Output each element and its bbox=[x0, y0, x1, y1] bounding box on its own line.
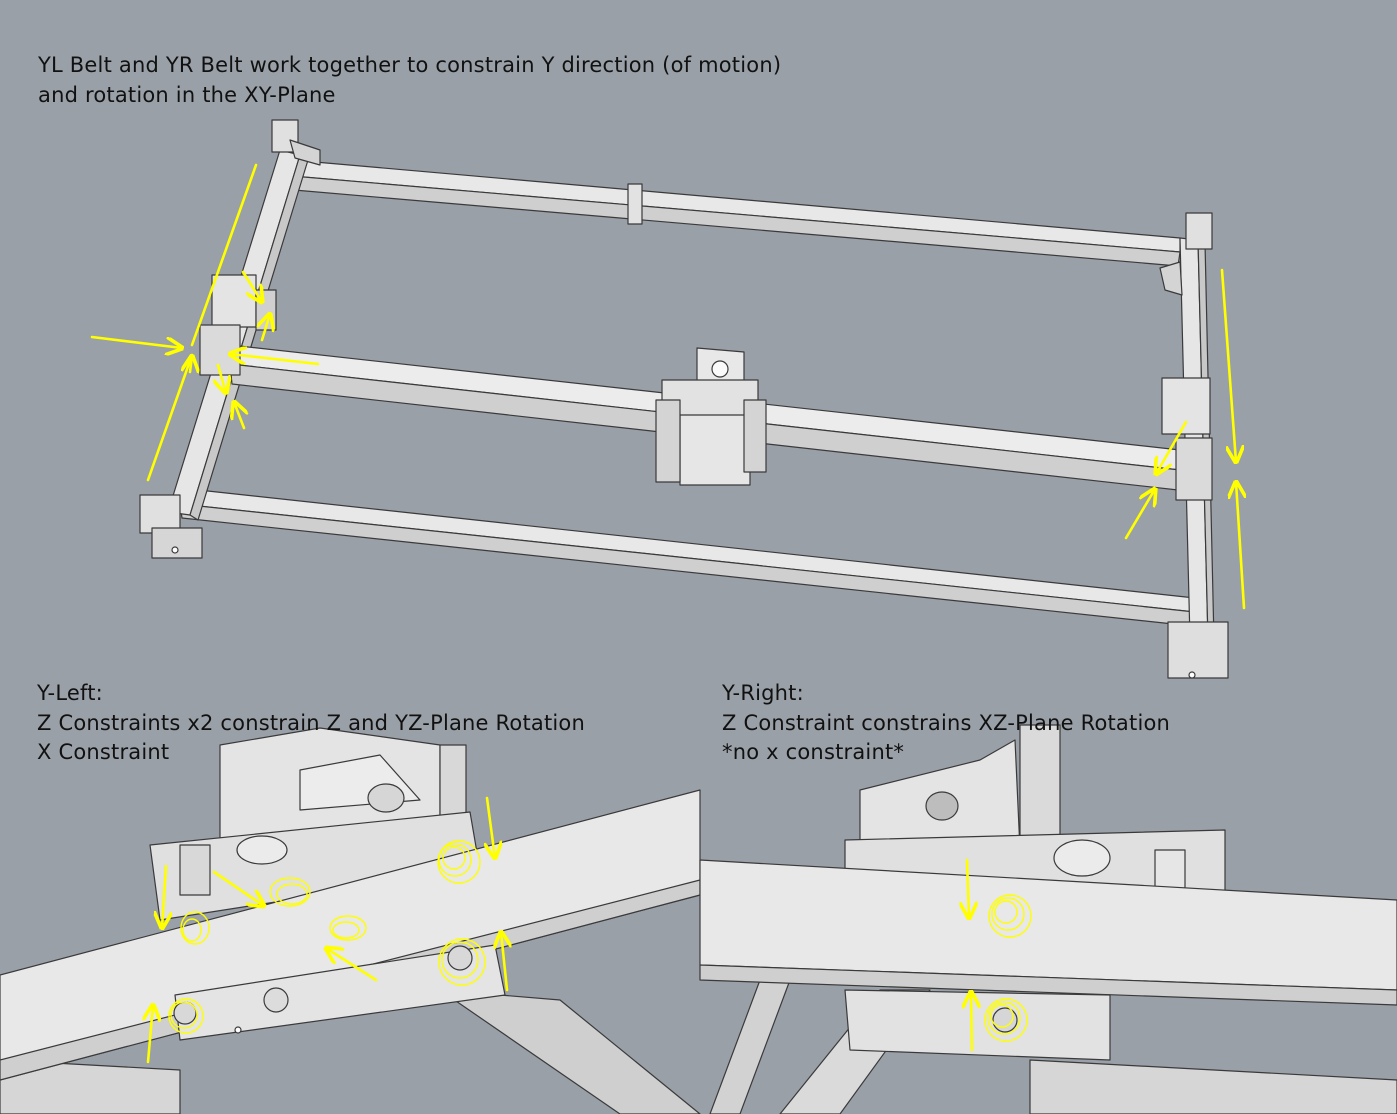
yl-belt-line-upper bbox=[190, 163, 258, 347]
arrow-motor-up-1 bbox=[262, 314, 270, 342]
y-right-detail-render bbox=[699, 724, 1397, 1114]
arrow-left-from-rail bbox=[230, 354, 320, 366]
back-rail-clip bbox=[627, 183, 643, 225]
y-right-rail bbox=[699, 859, 1397, 991]
arrow-yr-z-up bbox=[971, 992, 972, 1052]
arrow-motor-down-1 bbox=[241, 270, 262, 302]
caption-y-left: Y-Left: Z Constraints x2 constrain Z and… bbox=[37, 679, 585, 768]
caption-y-right-line2: Z Constraint constrains XZ-Plane Rotatio… bbox=[722, 710, 1171, 735]
front-rail bbox=[179, 487, 1196, 613]
arrow-yl-z1-down bbox=[162, 864, 166, 928]
caption-y-left-line2: Z Constraints x2 constrain Z and YZ-Plan… bbox=[37, 710, 585, 735]
arrow-yl-x-diag-2 bbox=[326, 948, 378, 982]
corner-block-back-left bbox=[271, 119, 321, 166]
y-right-motor bbox=[1161, 377, 1213, 501]
arrow-right-up bbox=[1124, 489, 1155, 540]
y-right-lower-bracket bbox=[844, 989, 1111, 1061]
caption-y-right-title: Y-Right: bbox=[722, 681, 804, 705]
back-rail bbox=[291, 159, 1181, 253]
arrow-carriage-down bbox=[218, 363, 226, 393]
caption-overview: YL Belt and YR Belt work together to con… bbox=[38, 51, 781, 110]
arrow-yl-z1-up bbox=[148, 1005, 153, 1064]
arrow-right-down bbox=[1156, 420, 1188, 474]
arrow-left-incoming bbox=[90, 335, 182, 348]
gantry-frame-overview bbox=[139, 119, 1229, 679]
yr-belt-arrow-down bbox=[1220, 268, 1236, 462]
y-left-detail-render bbox=[0, 727, 701, 1114]
caption-y-right-line3: *no x constraint* bbox=[722, 740, 905, 764]
caption-y-left-line3: X Constraint bbox=[37, 740, 170, 764]
arrow-carriage-up bbox=[234, 402, 244, 430]
yr-belt-arrow-up bbox=[1236, 482, 1244, 610]
toolhead-carriage bbox=[655, 347, 767, 486]
arrow-yl-z2-up bbox=[501, 932, 507, 992]
yr-highlight-bolts bbox=[984, 894, 1032, 1042]
corner-block-front-right bbox=[1167, 621, 1229, 679]
y-left-lower-bracket bbox=[174, 944, 506, 1041]
arrow-yr-z-down bbox=[967, 858, 969, 918]
caption-overview-line1: YL Belt and YR Belt work together to con… bbox=[38, 53, 782, 77]
caption-y-left-title: Y-Left: bbox=[37, 681, 103, 705]
caption-y-right: Y-Right: Z Constraint constrains XZ-Plan… bbox=[722, 679, 1170, 768]
corner-block-back-right bbox=[1159, 212, 1213, 296]
arrow-left-diag bbox=[190, 356, 192, 372]
arrow-yl-x-diag bbox=[212, 870, 264, 906]
yl-belt-line-lower bbox=[146, 353, 194, 482]
arrow-yl-z2-down bbox=[487, 796, 495, 858]
corner-block-front-left bbox=[139, 494, 203, 559]
yl-highlight-bolts bbox=[168, 840, 486, 1034]
caption-overview-line2: and rotation in the XY-Plane bbox=[38, 82, 336, 107]
constraint-annotations bbox=[90, 163, 1244, 1064]
